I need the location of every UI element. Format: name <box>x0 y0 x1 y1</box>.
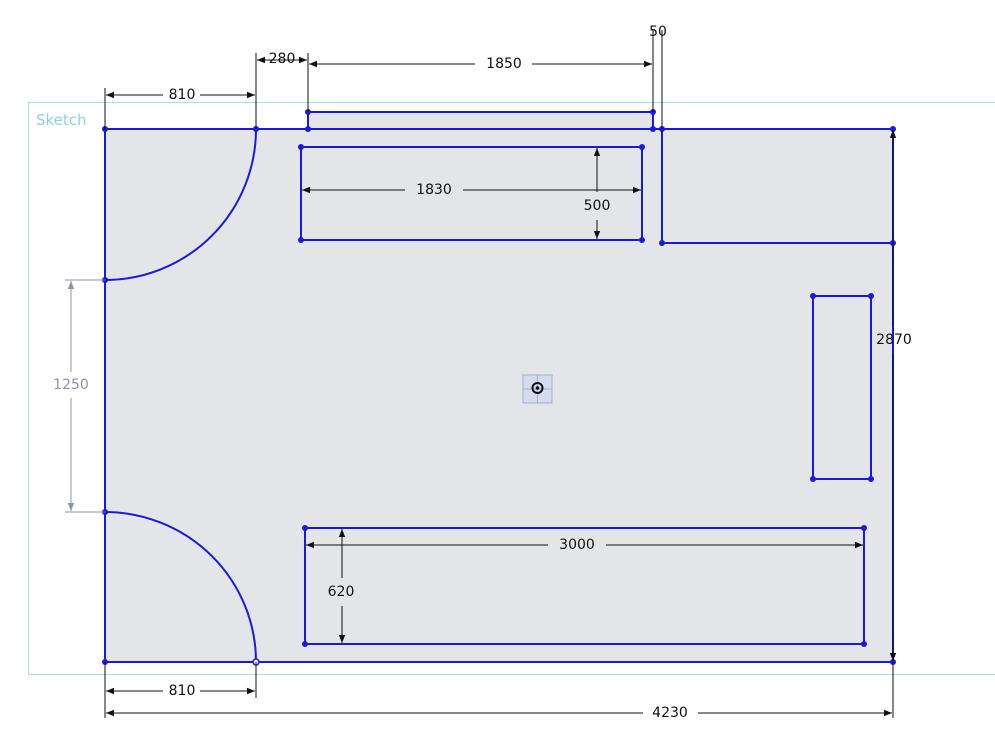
top-strip-region[interactable] <box>308 112 653 129</box>
door-arc-top[interactable] <box>104 128 257 281</box>
svg-text:1850: 1850 <box>486 56 522 72</box>
inner-rect-top[interactable] <box>300 146 643 241</box>
bottom-rect[interactable] <box>304 527 865 645</box>
svg-text:1830: 1830 <box>416 182 452 198</box>
svg-text:500: 500 <box>584 198 611 214</box>
dimension-top-left-door[interactable]: 810 <box>104 53 257 129</box>
right-small-rect[interactable] <box>812 295 872 480</box>
svg-text:810: 810 <box>169 683 196 699</box>
svg-text:4230: 4230 <box>652 705 688 721</box>
origin-icon[interactable] <box>522 374 553 404</box>
top-strip-rect[interactable] <box>307 111 654 130</box>
svg-text:620: 620 <box>328 584 355 600</box>
sketch-label: Sketch <box>36 111 87 129</box>
svg-text:2870: 2870 <box>876 332 912 348</box>
dimension-offset[interactable]: 50 <box>649 24 667 129</box>
dimension-bottom-rect-width[interactable]: 3000 <box>306 537 863 553</box>
dimension-room-height[interactable]: 2870 <box>876 130 912 661</box>
dimension-side-opening[interactable]: 1250 <box>53 279 105 513</box>
dimension-top-strip[interactable]: 1850 <box>309 30 654 112</box>
dimension-gap[interactable]: 280 <box>257 51 309 112</box>
dimension-inner-rect-width[interactable]: 1830 <box>302 182 641 198</box>
dimension-inner-rect-height[interactable]: 500 <box>584 148 611 239</box>
sketch-plane-frame <box>28 102 995 675</box>
dimension-bottom-left-door[interactable]: 810 <box>104 662 257 718</box>
svg-text:810: 810 <box>169 87 196 103</box>
room-region[interactable] <box>105 129 893 662</box>
door-arc-bottom[interactable] <box>104 511 257 663</box>
dimension-bottom-rect-height[interactable]: 620 <box>328 529 355 643</box>
dimension-room-width[interactable]: 4230 <box>106 662 894 721</box>
svg-text:1250: 1250 <box>53 377 89 393</box>
svg-text:50: 50 <box>649 24 667 40</box>
svg-text:3000: 3000 <box>559 537 595 553</box>
svg-text:280: 280 <box>269 51 296 67</box>
